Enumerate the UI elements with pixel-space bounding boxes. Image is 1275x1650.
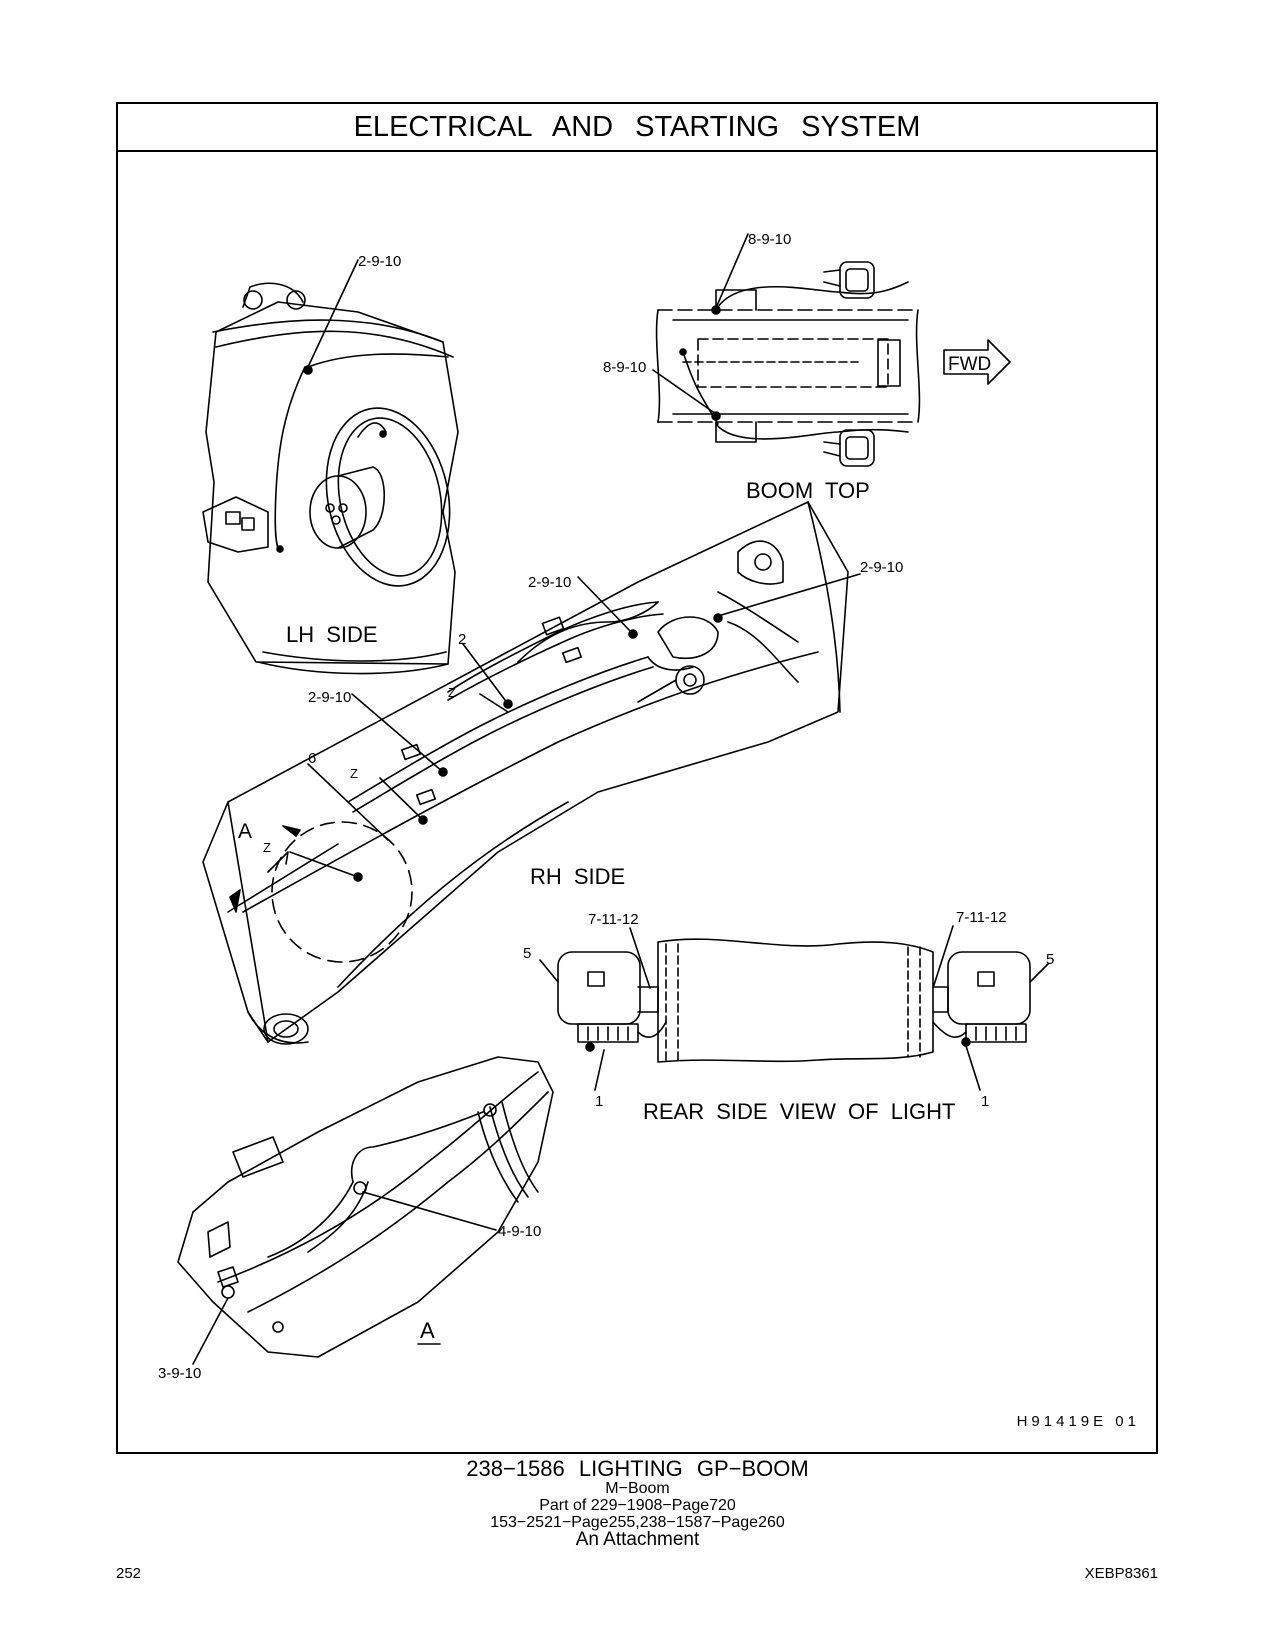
callout-rh-2910-b: 2-9-10: [860, 559, 903, 576]
callout-lh-2910: 2-9-10: [358, 253, 401, 270]
callout-a-4910: 4-9-10: [498, 1223, 541, 1240]
rear-side-view: 7-11-12 7-11-12 5 5 1 1 REAR SIDE VIEW O…: [523, 909, 1054, 1124]
label-lh-side: LH SIDE: [286, 622, 378, 647]
lh-side-view: 2-9-10 LH SIDE: [202, 253, 459, 675]
callout-rh-z2: Z: [350, 766, 358, 781]
callout-rh-2910-a: 2-9-10: [528, 574, 571, 591]
detail-a-view: 4-9-10 3-9-10 A: [158, 1056, 554, 1382]
detail-a-marker: A: [238, 820, 252, 843]
callout-rear-5-r: 5: [1046, 951, 1054, 968]
page-title: ELECTRICAL AND STARTING SYSTEM: [118, 104, 1156, 152]
callout-rear-5-l: 5: [523, 945, 531, 962]
callout-a-3910: 3-9-10: [158, 1365, 201, 1382]
doc-number: XEBP8361: [1084, 1565, 1158, 1582]
label-boom-top: BOOM TOP: [746, 478, 870, 503]
callout-rear-1-r: 1: [981, 1093, 989, 1110]
page-number: 252: [116, 1565, 142, 1582]
callout-rear-71112-r: 7-11-12: [956, 909, 1007, 926]
caption-line-4: An Attachment: [575, 1529, 700, 1550]
caption-line-1: M−Boom: [605, 1480, 670, 1497]
boom-top-view: 8-9-10 8-9-10 FWD BOOM TOP: [603, 231, 1011, 503]
callout-rh-z3: Z: [263, 840, 271, 855]
callout-rear-71112-l: 7-11-12: [588, 911, 639, 928]
label-detail-a: A: [420, 1318, 435, 1343]
callout-rh-2910-c: 2-9-10: [308, 689, 351, 706]
label-fwd: FWD: [948, 354, 991, 375]
rh-side-view: 2-9-10 2-9-10 2-9-10 2 6 Z Z Z A RH SIDE: [202, 501, 903, 1045]
caption-line-3: 153−2521−Page255,238−1587−Page260: [490, 1514, 785, 1531]
caption-line-2: Part of 229−1908−Page720: [539, 1497, 736, 1514]
fwd-arrow-icon: [943, 339, 1011, 385]
callout-top-8910-a: 8-9-10: [748, 231, 791, 248]
callout-rear-1-l: 1: [595, 1093, 603, 1110]
callout-rh-2: 2: [458, 631, 466, 648]
callout-rh-6: 6: [308, 750, 316, 767]
callout-top-8910-b: 8-9-10: [603, 359, 646, 376]
callout-rh-z1: Z: [448, 685, 456, 700]
drawing-code: H91419E 01: [1016, 1413, 1140, 1430]
caption-main: 238−1586 LIGHTING GP−BOOM: [466, 1456, 809, 1481]
parts-diagram: 2-9-10 LH SIDE: [158, 231, 1054, 1382]
drawing-frame: ELECTRICAL AND STARTING SYSTEM: [116, 102, 1158, 1454]
label-rear-side: REAR SIDE VIEW OF LIGHT: [643, 1099, 955, 1124]
label-rh-side: RH SIDE: [530, 864, 625, 889]
